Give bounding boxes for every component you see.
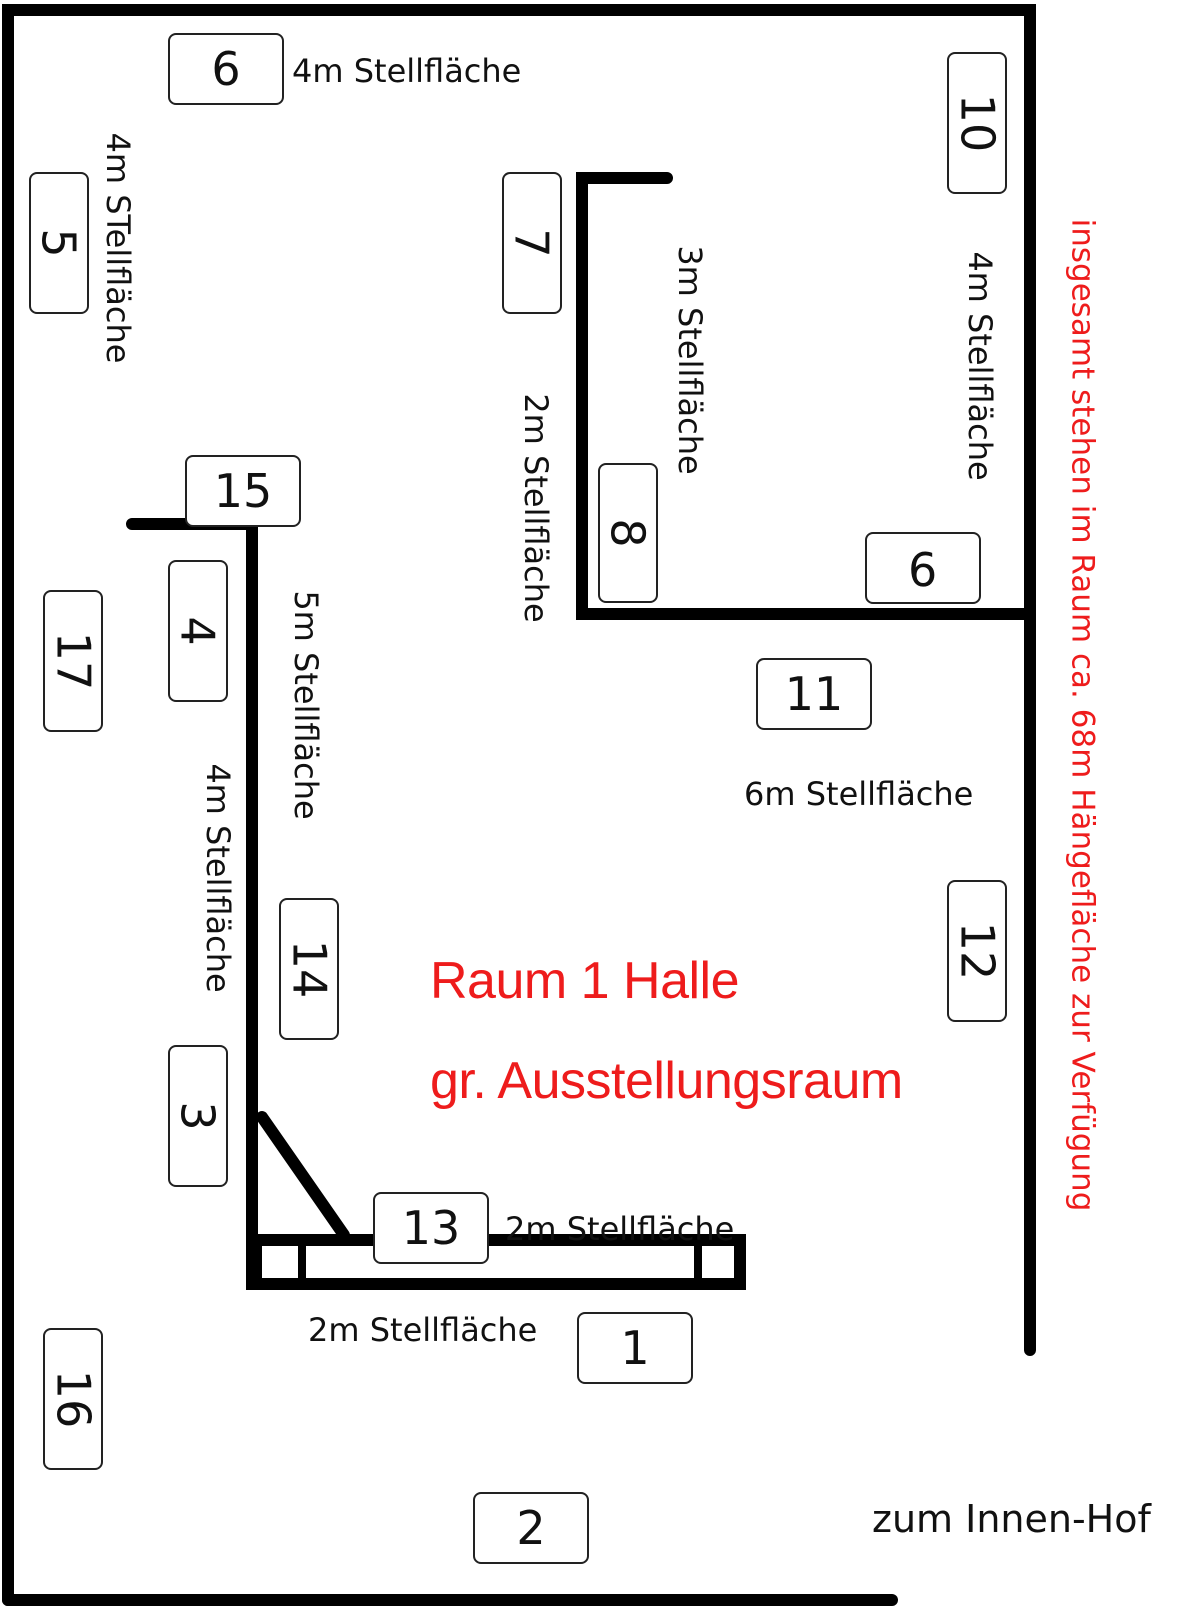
station-15[interactable]: 15 xyxy=(185,455,301,527)
area-label-5: 4m STellfläche xyxy=(99,132,137,364)
station-5[interactable]: 5 xyxy=(29,172,89,314)
area-label-7: 3m Stellfläche xyxy=(671,245,709,475)
diagonal-brace xyxy=(256,1111,350,1241)
area-label-10: 4m Stellfläche xyxy=(961,251,999,481)
area-label-1: 2m Stellfläche xyxy=(308,1311,538,1349)
station-17[interactable]: 17 xyxy=(43,590,103,732)
pillar-left xyxy=(254,1238,306,1288)
station-7[interactable]: 7 xyxy=(502,172,562,314)
station-6[interactable]: 6 xyxy=(168,33,284,105)
station-8[interactable]: 8 xyxy=(598,463,658,603)
station-2[interactable]: 2 xyxy=(473,1492,589,1564)
station-4[interactable]: 4 xyxy=(168,560,228,702)
room-subtitle: gr. Ausstellungsraum xyxy=(430,1052,903,1110)
station-9[interactable]: 9 xyxy=(865,532,981,604)
station-12[interactable]: 12 xyxy=(947,880,1007,1022)
pillar-right xyxy=(694,1238,744,1288)
station-14[interactable]: 14 xyxy=(279,898,339,1040)
area-label-7b: 2m Stellfläche xyxy=(517,393,555,623)
hanging-space-note: insgesamt stehen im Raum ca. 68m Hängefl… xyxy=(1064,218,1101,1212)
area-label-4: 4m Stellfläche xyxy=(199,763,237,993)
station-11[interactable]: 11 xyxy=(756,658,872,730)
exit-label: zum Innen-Hof xyxy=(872,1497,1151,1541)
area-label-13: 2m Stellfläche xyxy=(505,1210,735,1248)
station-16[interactable]: 16 xyxy=(43,1328,103,1470)
inner-wall-right xyxy=(576,172,1036,620)
station-3[interactable]: 3 xyxy=(168,1045,228,1187)
area-label-11: 6m Stellfläche xyxy=(744,775,974,813)
outer-wall-top-left xyxy=(2,4,1036,1606)
area-label-6: 4m Stellfläche xyxy=(292,52,522,90)
station-13[interactable]: 13 xyxy=(373,1192,489,1264)
area-label-15: 5m Stellfläche xyxy=(287,590,325,820)
room-title: Raum 1 Halle xyxy=(430,952,740,1010)
station-1[interactable]: 1 xyxy=(577,1312,693,1384)
station-10[interactable]: 10 xyxy=(947,52,1007,194)
